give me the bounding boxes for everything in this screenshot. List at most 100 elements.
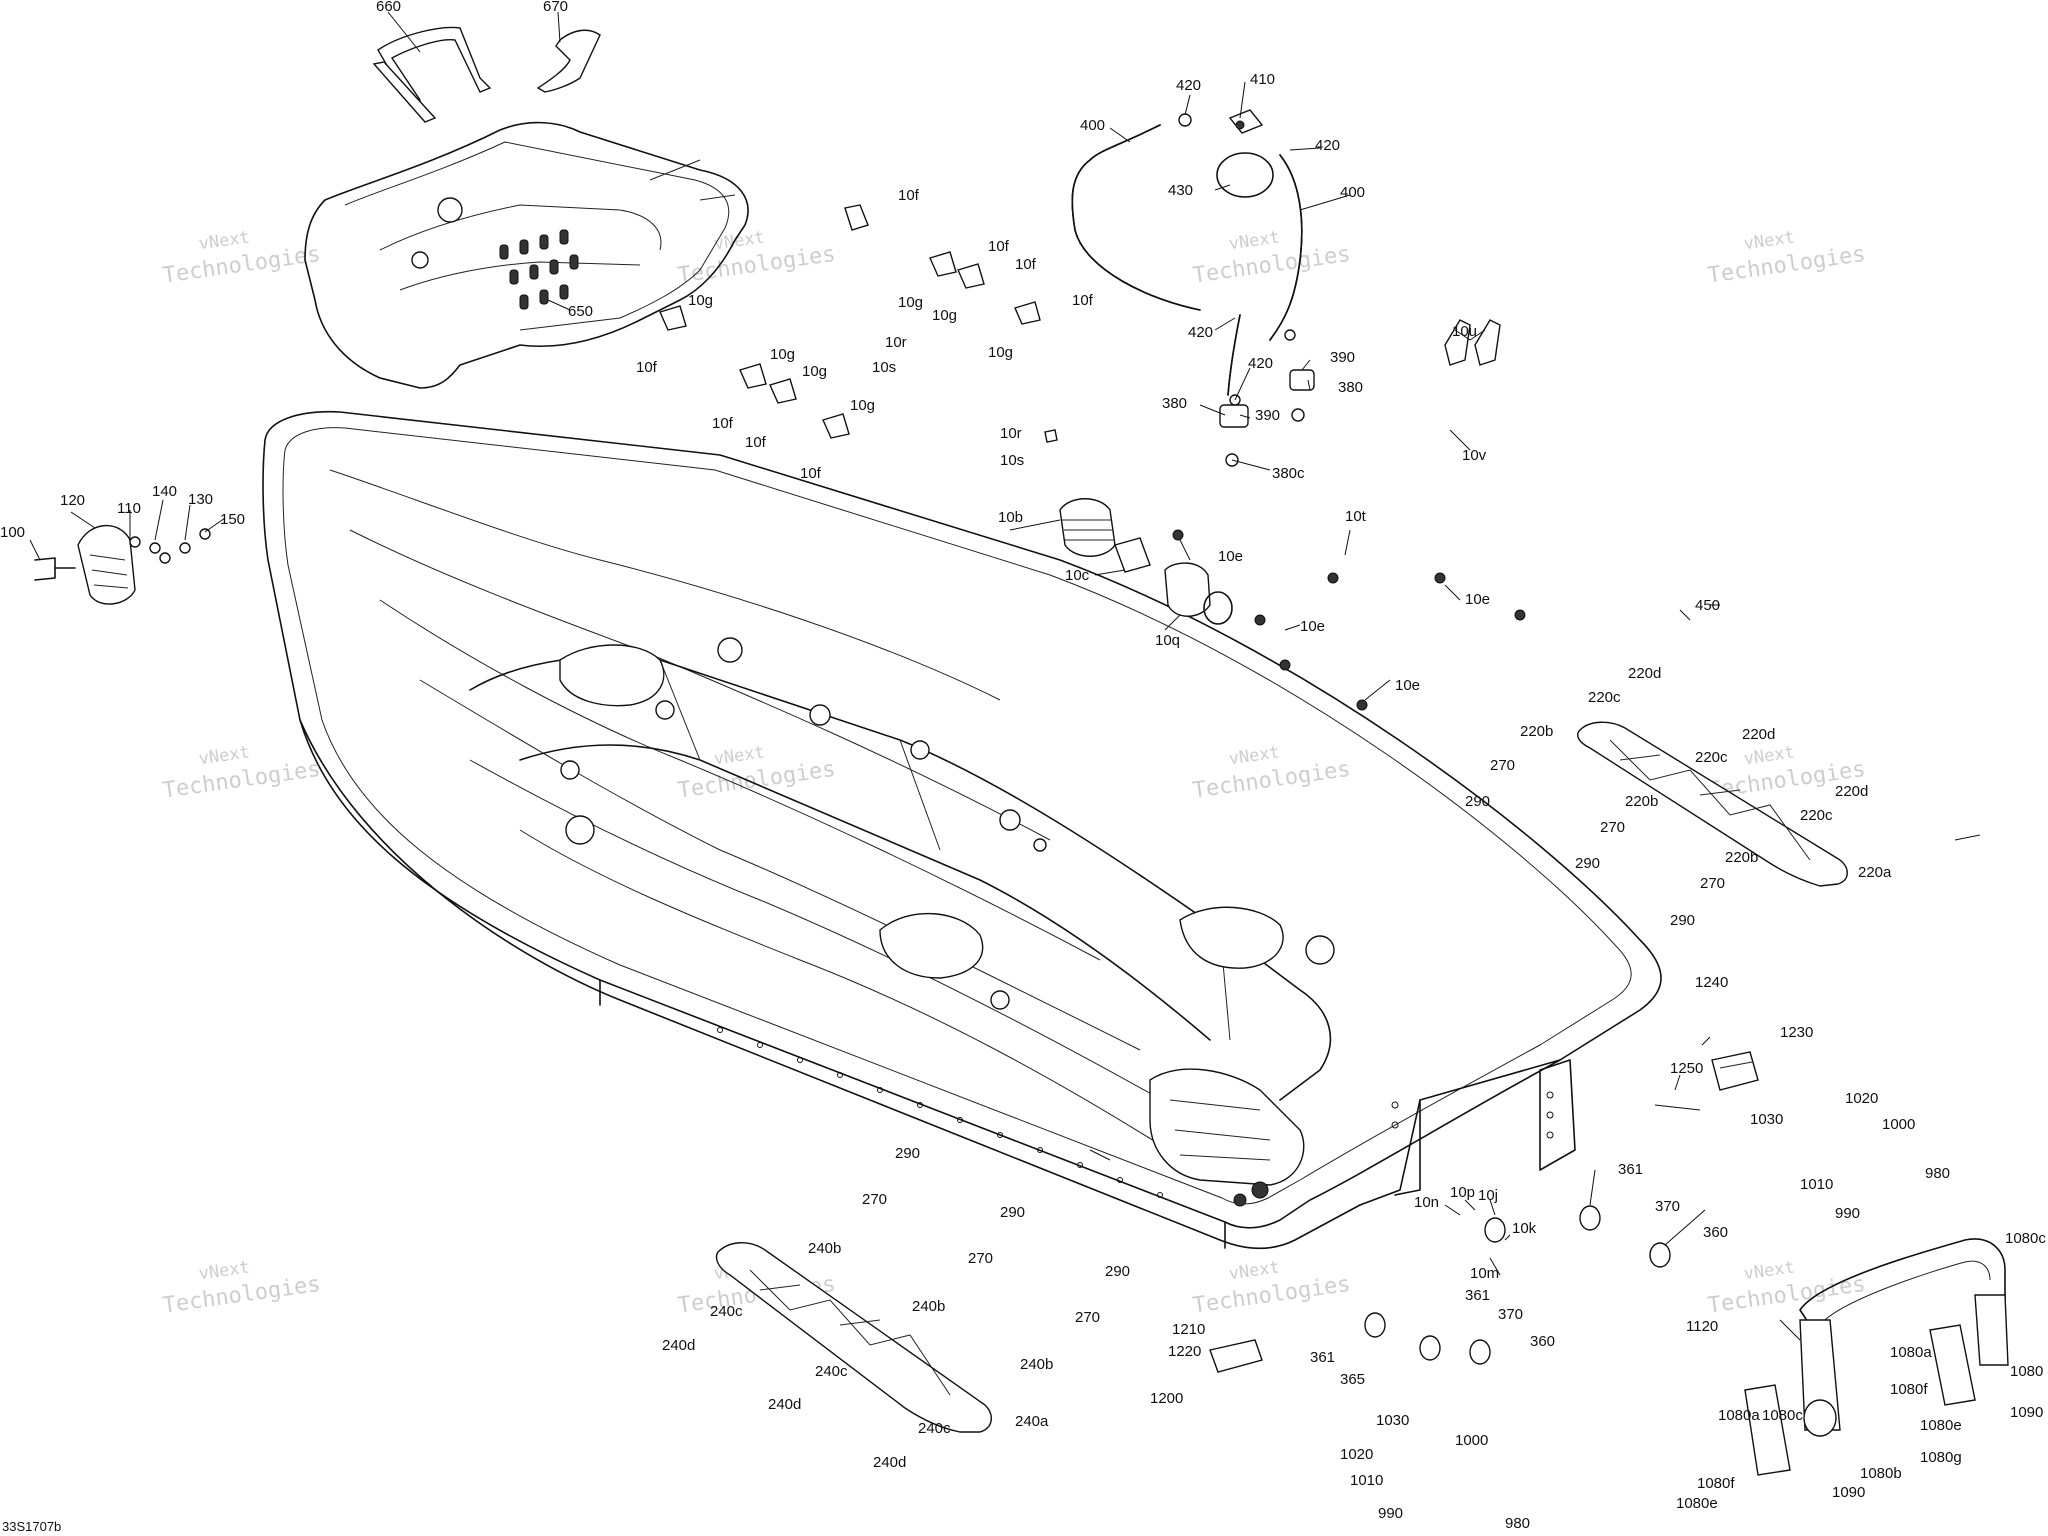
callout-1200: 1200 (1150, 1390, 1183, 1407)
callout-10f: 10f (636, 359, 658, 376)
callout-1080g: 1080g (1920, 1449, 1962, 1466)
svg-text:vNext: vNext (1228, 227, 1281, 254)
callout-430: 430 (1168, 182, 1193, 199)
svg-text:Technologies: Technologies (161, 242, 322, 289)
hose-part-400 (1071, 113, 1303, 406)
callout-220a: 220a (1858, 864, 1892, 881)
callout-130: 130 (188, 491, 213, 508)
callout-10g: 10g (802, 363, 827, 380)
fitting-part-410 (1228, 109, 1264, 134)
callout-240a: 240a (1015, 1413, 1049, 1430)
callout-660: 660 (376, 0, 401, 15)
callout-240d: 240d (768, 1396, 801, 1413)
callout-10e: 10e (1300, 618, 1325, 635)
watermark: vNext Technologies (1191, 1257, 1352, 1318)
callout-980: 980 (1505, 1515, 1530, 1532)
pump-cover-part-120 (34, 524, 211, 605)
clip-parts (659, 204, 1501, 443)
svg-text:vNext: vNext (198, 1257, 251, 1284)
callout-10g: 10g (770, 346, 795, 363)
callout-420: 420 (1176, 77, 1201, 94)
handle-part-660 (372, 26, 492, 123)
callout-1010: 1010 (1350, 1472, 1383, 1489)
callout-380c: 380c (1272, 465, 1305, 482)
hull-body (262, 410, 1662, 1250)
callout-1220: 1220 (1168, 1343, 1201, 1360)
rail-part-240a (715, 1242, 992, 1433)
svg-text:vNext: vNext (1228, 1257, 1281, 1284)
callout-400: 400 (1080, 117, 1105, 134)
svg-text:vNext: vNext (198, 227, 251, 254)
watermarks: vNext Technologies vNext Technologies vN… (161, 227, 1867, 1319)
callout-1080f: 1080f (1697, 1475, 1735, 1492)
callout-380: 380 (1338, 379, 1363, 396)
callout-220d: 220d (1835, 783, 1868, 800)
callout-361: 361 (1618, 1161, 1643, 1178)
callout-1080c: 1080c (2005, 1230, 2046, 1247)
callout-100: 100 (0, 524, 25, 541)
svg-text:vNext: vNext (1228, 742, 1281, 769)
valve-part-380 (1219, 369, 1315, 471)
watermark: vNext Technologies (161, 227, 322, 289)
callout-10n: 10n (1414, 1194, 1439, 1211)
callout-10k: 10k (1512, 1220, 1537, 1237)
callout-240b: 240b (808, 1240, 841, 1257)
callout-10r: 10r (885, 334, 907, 351)
watermark: vNext Technologies (161, 1257, 322, 1319)
callout-420: 420 (1248, 355, 1273, 372)
callout-1080c: 1080c (1762, 1407, 1803, 1424)
svg-text:Technologies: Technologies (161, 1272, 322, 1319)
callout-360: 360 (1530, 1333, 1555, 1350)
callout-140: 140 (152, 483, 177, 500)
callout-10f: 10f (898, 187, 920, 204)
callout-10s: 10s (1000, 452, 1024, 469)
callout-10g: 10g (932, 307, 957, 324)
callout-370: 370 (1498, 1306, 1523, 1323)
callout-120: 120 (60, 492, 85, 509)
callout-380: 380 (1162, 395, 1187, 412)
callout-220d: 220d (1628, 665, 1661, 682)
callout-240b: 240b (912, 1298, 945, 1315)
svg-text:vNext: vNext (713, 742, 766, 769)
callout-1240: 1240 (1695, 974, 1728, 991)
callout-10f: 10f (1015, 256, 1037, 273)
callout-220b: 220b (1520, 723, 1553, 740)
watermark: vNext Technologies (1706, 227, 1867, 289)
callout-10g: 10g (850, 397, 875, 414)
callout-1080e: 1080e (1920, 1417, 1962, 1434)
callout-270: 270 (1075, 1309, 1100, 1326)
callout-10e: 10e (1395, 677, 1420, 694)
callout-270: 270 (1490, 757, 1515, 774)
callout-10f: 10f (1072, 292, 1094, 309)
callout-10f: 10f (988, 238, 1010, 255)
callout-150: 150 (220, 511, 245, 528)
watermark: vNext Technologies (1191, 742, 1352, 803)
callout-420: 420 (1188, 324, 1213, 341)
callout-270: 270 (1700, 875, 1725, 892)
callout-361: 361 (1465, 1287, 1490, 1304)
callout-220b: 220b (1725, 849, 1758, 866)
callout-220c: 220c (1695, 749, 1728, 766)
callout-1120: 1120 (1686, 1318, 1718, 1335)
callout-220b: 220b (1625, 793, 1658, 810)
callout-390: 390 (1255, 407, 1280, 424)
svg-text:vNext: vNext (1743, 742, 1796, 769)
callout-1020: 1020 (1845, 1090, 1878, 1107)
svg-text:vNext: vNext (713, 227, 766, 254)
callout-10e: 10e (1218, 548, 1243, 565)
callout-10q: 10q (1155, 632, 1180, 649)
callout-1020: 1020 (1340, 1446, 1373, 1463)
callout-10e: 10e (1465, 591, 1490, 608)
drain-plug-parts (1364, 1205, 1671, 1365)
callout-420: 420 (1315, 137, 1340, 154)
rail-part-220a (1577, 721, 1848, 887)
callout-10u: 10u (1452, 323, 1477, 340)
nut-parts (1172, 529, 1526, 711)
callout-365: 365 (1340, 1371, 1365, 1388)
svg-text:Technologies: Technologies (1191, 242, 1352, 289)
svg-text:vNext: vNext (1743, 1257, 1796, 1284)
svg-text:Technologies: Technologies (1706, 242, 1867, 289)
watermark: vNext Technologies (1191, 227, 1352, 289)
callout-220c: 220c (1800, 807, 1833, 824)
svg-text:Technologies: Technologies (676, 757, 837, 804)
